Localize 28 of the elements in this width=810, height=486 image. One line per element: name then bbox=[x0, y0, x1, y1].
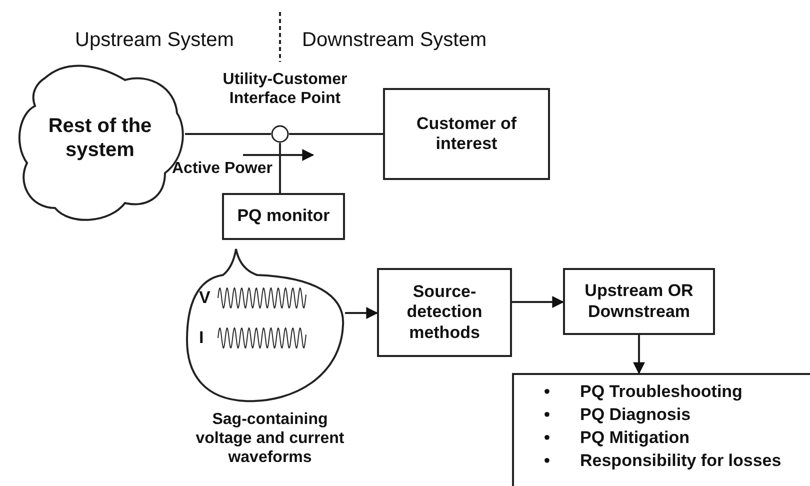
connector-line bbox=[289, 133, 383, 135]
region-label: Downstream System bbox=[302, 29, 486, 52]
node-label: Upstream OR Downstream bbox=[584, 281, 694, 322]
process-box bbox=[383, 88, 550, 180]
interface-point-circle bbox=[271, 125, 289, 143]
list-item: • Responsibility for losses bbox=[544, 450, 782, 472]
result-box bbox=[563, 268, 715, 335]
list-item: • PQ Diagnosis bbox=[544, 404, 692, 426]
bullet-list-box bbox=[512, 373, 810, 486]
node-label: Utility-Customer Interface Point bbox=[222, 70, 348, 108]
process-box bbox=[377, 268, 512, 357]
waveform-label: I bbox=[199, 328, 204, 348]
node-label: Sag-containing voltage and current waveforms bbox=[194, 410, 346, 468]
node-label: Customer of interest bbox=[415, 114, 518, 154]
node-label: PQ monitor bbox=[236, 206, 331, 227]
flow-label: Active Power bbox=[172, 160, 272, 178]
region-label: Upstream System bbox=[75, 29, 234, 52]
arrow bbox=[633, 335, 645, 374]
connector-line bbox=[185, 133, 271, 135]
process-box bbox=[222, 193, 345, 240]
list-item: • PQ Mitigation bbox=[544, 426, 691, 449]
list-item: • PQ Troubleshooting bbox=[544, 381, 744, 403]
arrow bbox=[345, 307, 378, 319]
waveform-label: V bbox=[199, 288, 210, 308]
connector-line bbox=[279, 143, 281, 193]
node-label: Rest of the system bbox=[47, 114, 153, 162]
node-label: Source-detection methods bbox=[406, 282, 484, 344]
arrow bbox=[512, 296, 564, 308]
